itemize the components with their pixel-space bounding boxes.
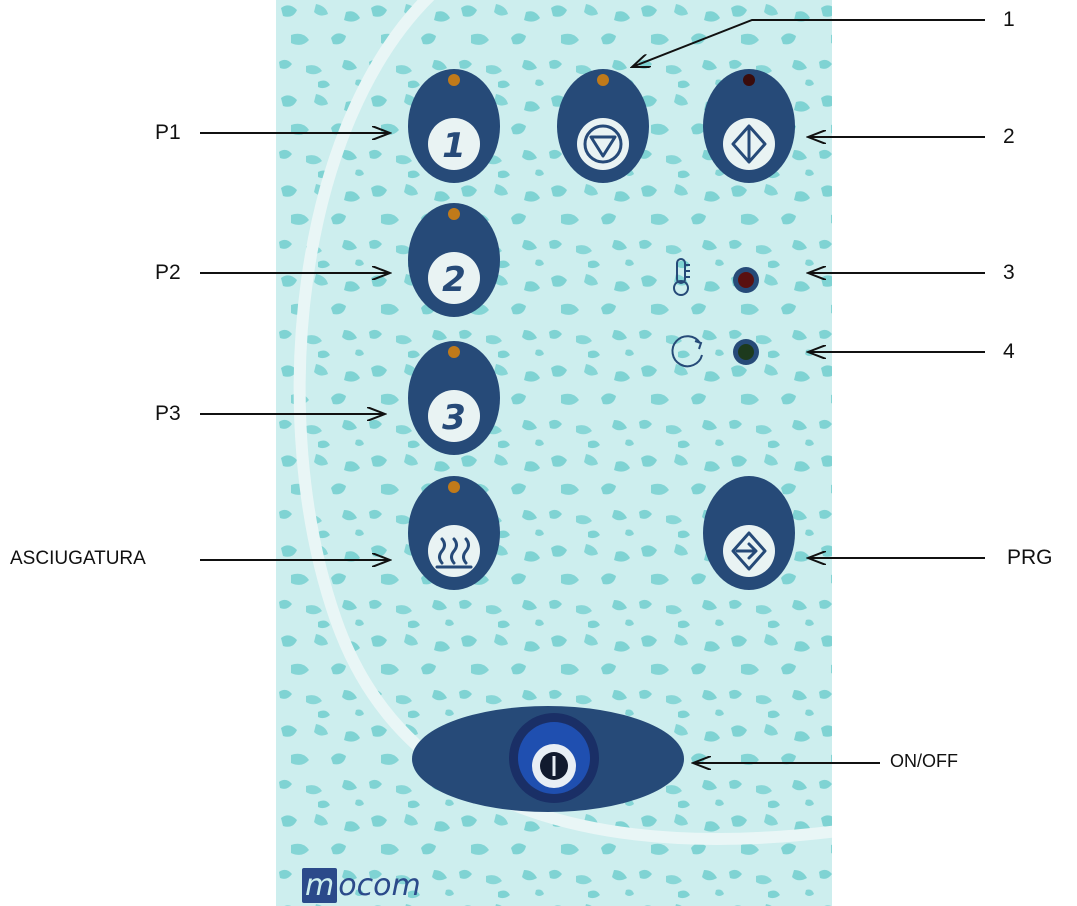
label-3: 3 (1003, 262, 1015, 283)
program-3-led (448, 346, 460, 358)
drying-led (448, 481, 460, 493)
program-button[interactable] (699, 473, 799, 593)
temperature-led (738, 272, 754, 288)
label-2: 2 (1003, 126, 1015, 147)
logo-letter: m (302, 868, 337, 903)
label-1: 1 (1003, 9, 1015, 30)
label-p2: P2 (155, 262, 181, 283)
power-switch-plate (408, 688, 688, 818)
program-3-button[interactable]: 3 (404, 338, 504, 458)
program-3-symbol: 3 (442, 398, 466, 438)
start-led (743, 74, 755, 86)
indicator-group (660, 255, 780, 375)
program-2-symbol: 2 (442, 260, 466, 300)
program-1-button[interactable]: 1 (404, 66, 504, 186)
program-2-led (448, 208, 460, 220)
label-p3: P3 (155, 403, 181, 424)
program-1-symbol: 1 (442, 126, 466, 166)
label-4: 4 (1003, 341, 1015, 362)
start-button[interactable] (699, 66, 799, 186)
cycle-icon (672, 336, 702, 366)
stop-led (597, 74, 609, 86)
label-p1: P1 (155, 122, 181, 143)
stop-button[interactable] (553, 66, 653, 186)
label-prg: PRG (1007, 547, 1053, 568)
logo-text: ocom (338, 868, 420, 903)
label-asciugatura: ASCIUGATURA (10, 549, 146, 568)
label-onoff: ON/OFF (890, 752, 958, 770)
program-2-button[interactable]: 2 (404, 200, 504, 320)
drying-button[interactable] (404, 473, 504, 593)
program-1-led (448, 74, 460, 86)
thermometer-icon (674, 259, 690, 295)
cycle-led (738, 344, 754, 360)
